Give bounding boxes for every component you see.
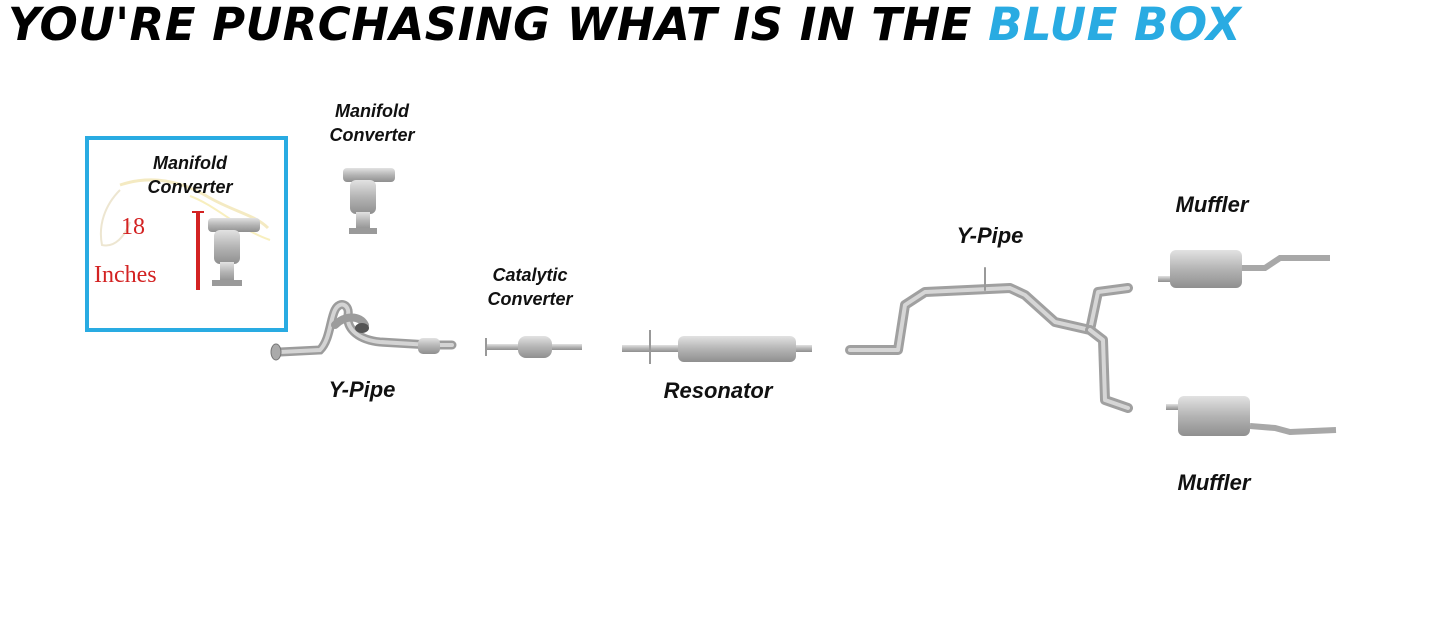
resonator-part [622,330,812,364]
rear-y-pipe-label: Y-Pipe [956,223,1024,248]
muffler-bottom-label: Muffler [1177,470,1251,495]
catalytic-converter-label: Catalytic Converter [487,265,573,309]
muffler-bottom-part [1166,396,1337,436]
manifold-converter-part [343,168,395,234]
blue-box-label: Manifold Converter [147,153,233,197]
blue-box-selection [85,136,288,332]
muffler-top-label: Muffler [1175,192,1249,217]
manifold-converter-label: Manifold Converter [329,101,415,145]
measure-value: 18 [121,214,145,240]
catalytic-converter-part [485,336,582,358]
resonator-label: Resonator [663,378,773,403]
manifold-converter-boxed [208,218,260,286]
measure-bar [192,211,204,290]
rear-y-pipe-part [845,267,1133,413]
page-title: YOU'RE PURCHASING WHAT IS IN THE BLUE BO… [8,0,1438,52]
measure-unit: Inches [94,262,157,288]
muffler-top-part [1158,250,1330,288]
front-y-pipe-part [270,300,457,361]
title-prefix: YOU'RE PURCHASING WHAT IS IN THE [8,0,972,51]
front-y-pipe-label: Y-Pipe [328,377,396,402]
title-highlight: BLUE BOX [988,0,1242,51]
